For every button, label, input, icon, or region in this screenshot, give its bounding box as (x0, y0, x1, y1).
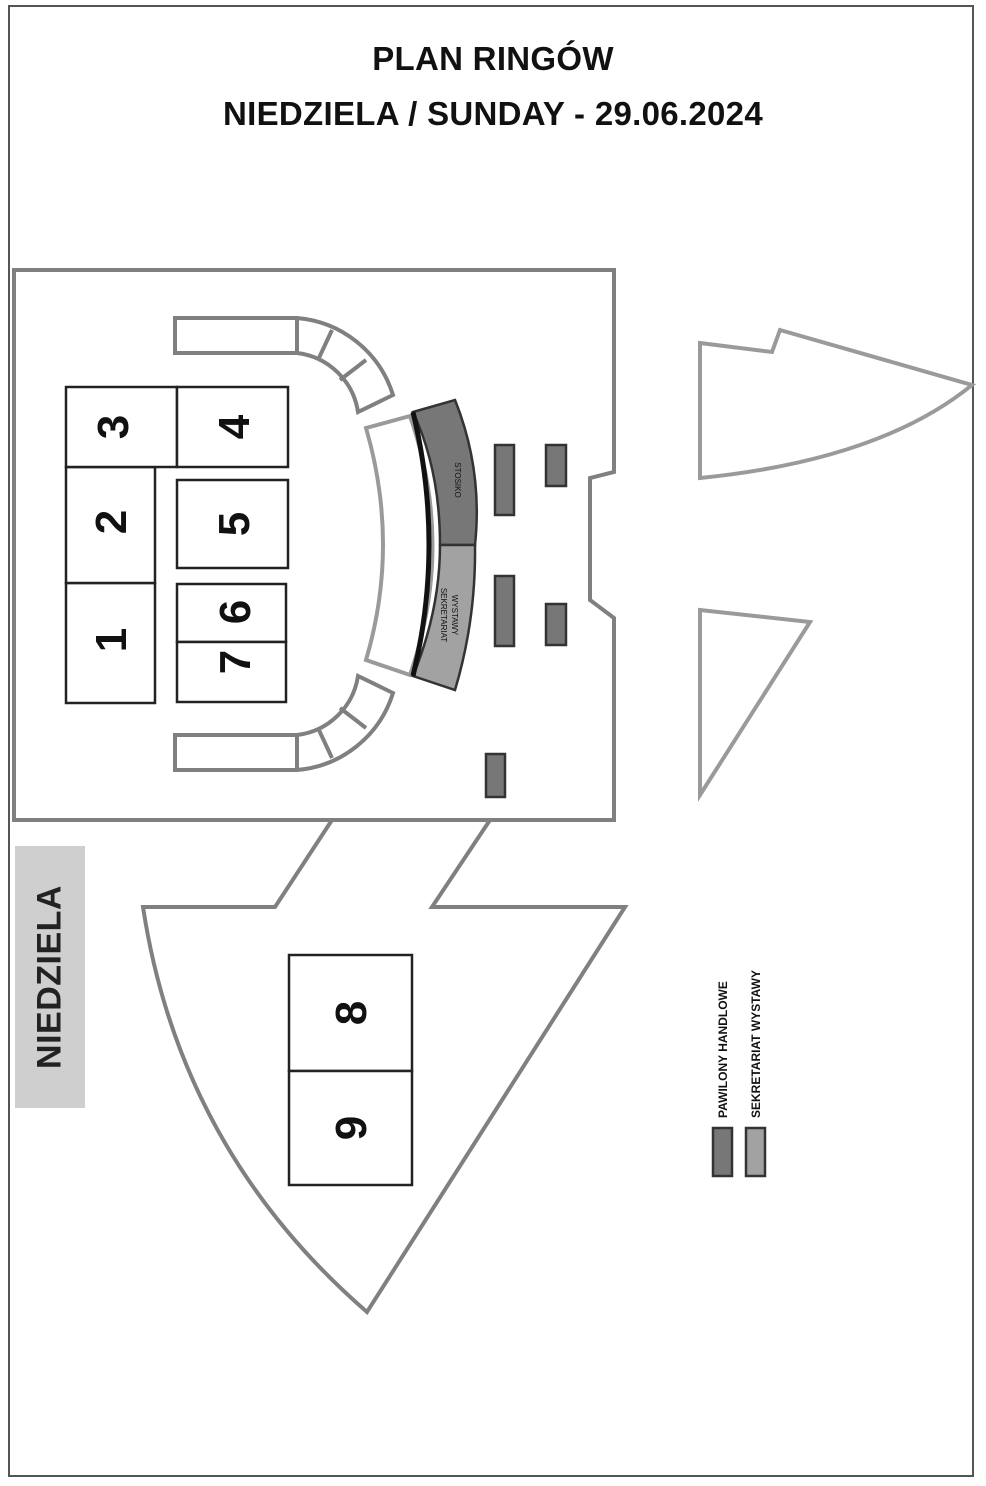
legend-swatch-trade-stands (711, 1126, 734, 1178)
day-label-band: NIEDZIELA (15, 846, 85, 1108)
page-title: PLAN RINGÓW (372, 40, 614, 77)
bleacher-divider (316, 727, 334, 759)
secretariat-label-line2: WYSTAWY (450, 595, 459, 636)
svg-text:8: 8 (327, 1001, 376, 1025)
page-frame (8, 5, 974, 1477)
svg-text:5: 5 (210, 512, 259, 536)
bleacher-divider (338, 706, 368, 730)
trade-stand (544, 443, 568, 488)
ring-6: 6 (175, 582, 288, 644)
secretariat-label-line1: SEKRETARIAT (439, 588, 448, 642)
ring-8: 8 (287, 953, 414, 1073)
ring-3: 3 (64, 385, 179, 469)
ring-1: 1 (64, 581, 157, 705)
svg-text:4: 4 (210, 414, 259, 439)
main-hall-outline (12, 268, 616, 822)
bleacher-divider (338, 358, 368, 382)
trade-stand (484, 752, 507, 799)
svg-text:6: 6 (211, 600, 260, 624)
stosiko-label: STOSIKO (453, 462, 462, 497)
legend-label-trade-stands: PAWILONY HANDLOWE (716, 981, 730, 1118)
page-subtitle: NIEDZIELA / SUNDAY - 29.06.2024 (223, 95, 763, 132)
svg-text:1: 1 (87, 628, 136, 652)
ring-5: 5 (175, 478, 290, 570)
legend-label-secretariat: SEKRETARIAT WYSTAWY (749, 970, 763, 1118)
svg-text:9: 9 (327, 1116, 376, 1140)
ring-9: 9 (287, 1069, 414, 1187)
bleacher-divider (316, 329, 334, 361)
trade-stand (493, 443, 516, 517)
legend-swatch-secretariat (744, 1126, 767, 1178)
svg-text:3: 3 (89, 415, 138, 439)
tribune-edge (410, 411, 432, 677)
legend: PAWILONY HANDLOWE SEKRETARIAT WYSTAWY (711, 970, 767, 1178)
ring-4: 4 (175, 385, 290, 469)
outdoor-area-upper (698, 327, 977, 481)
trade-stand (493, 574, 516, 648)
day-label: NIEDZIELA (30, 885, 69, 1069)
secretariat-area (411, 543, 477, 692)
ring-7: 7 (175, 640, 288, 704)
ring-2: 2 (64, 465, 157, 585)
lower-hall-outline (140, 818, 629, 1316)
svg-text:7: 7 (211, 650, 260, 674)
outdoor-area-lower (698, 607, 814, 802)
trade-stand (544, 602, 568, 647)
svg-text:2: 2 (87, 510, 136, 534)
